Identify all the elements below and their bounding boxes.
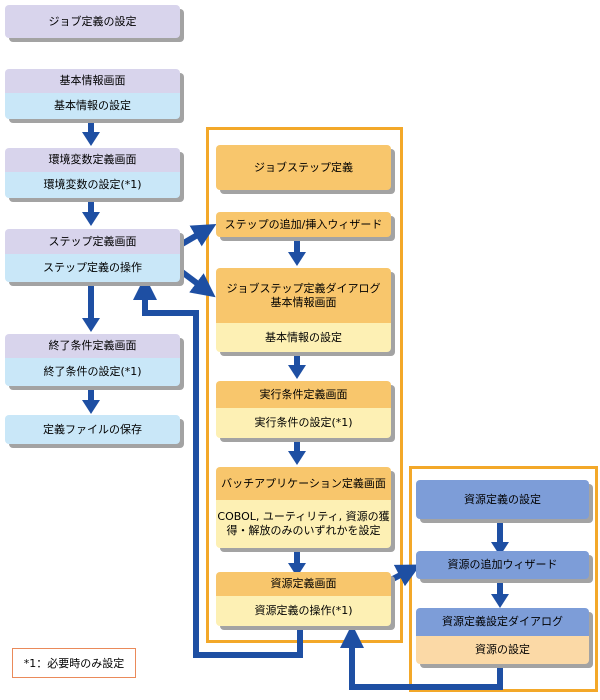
- arrow-to-dialog: [180, 269, 216, 298]
- footnote-box: *1：必要時のみ設定: [12, 648, 136, 678]
- step-screen-box: ステップ定義画面: [5, 229, 180, 254]
- cobol-setting-box: COBOL, ユーティリティ, 資源の獲 得・解放のみのいずれかを設定: [216, 500, 391, 548]
- resource-wizard-box: 資源の追加ウィザード: [416, 551, 589, 579]
- exec-screen-label: 実行条件定義画面: [259, 387, 348, 401]
- arrow-down-icon: [288, 438, 306, 465]
- resource-dialog-label: 資源定義設定ダイアログ: [442, 615, 563, 629]
- basic-screen-box: 基本情報画面: [5, 69, 180, 93]
- step-wizard-label: ステップの追加/挿入ウィザード: [224, 217, 383, 231]
- return-arrow-resource: [340, 624, 503, 690]
- arrow-to-wizard: [180, 223, 217, 247]
- exec-setting-label: 実行条件の設定(*1): [254, 416, 353, 430]
- arrow-down-icon: [82, 387, 100, 414]
- step-op-label: ステップ定義の操作: [43, 261, 142, 275]
- step-op-box: ステップ定義の操作: [5, 254, 180, 282]
- arrow-down-icon: [82, 120, 100, 146]
- arrow-down-icon: [288, 352, 306, 379]
- arrow-down-icon: [491, 579, 509, 608]
- batch-screen-label: バッチアプリケーション定義画面: [221, 476, 386, 490]
- resource-title-box: 資源定義の設定: [416, 480, 589, 519]
- end-setting-label: 終了条件の設定(*1): [43, 365, 142, 379]
- arrow-down-icon: [288, 548, 306, 577]
- resource-op-box: 資源定義の操作(*1): [216, 596, 391, 626]
- env-screen-label: 環境変数定義画面: [48, 153, 137, 167]
- step-screen-label: ステップ定義画面: [48, 234, 137, 248]
- job-step-frame: [206, 127, 403, 643]
- cobol-line1: COBOL, ユーティリティ, 資源の獲: [217, 510, 390, 524]
- env-screen-box: 環境変数定義画面: [5, 148, 180, 172]
- save-box: 定義ファイルの保存: [5, 415, 180, 444]
- resource-dialog-box: 資源定義設定ダイアログ: [416, 608, 589, 636]
- step-dialog-line1: ジョブステップ定義ダイアログ: [226, 281, 381, 295]
- env-setting-label: 環境変数の設定(*1): [43, 178, 142, 192]
- step-dialog-box: ジョブステップ定義ダイアログ 基本情報画面: [216, 268, 391, 323]
- resource-screen-box: 資源定義画面: [216, 572, 391, 596]
- resource-title: 資源定義の設定: [464, 492, 541, 506]
- mid-basic-setting-box: 基本情報の設定: [216, 323, 391, 352]
- cobol-line2: 得・解放のみのいずれかを設定: [226, 524, 381, 537]
- resource-setting-label: 資源の設定: [475, 643, 530, 657]
- batch-screen-box: バッチアプリケーション定義画面: [216, 467, 391, 500]
- exec-setting-box: 実行条件の設定(*1): [216, 408, 391, 438]
- return-arrow: [133, 276, 303, 658]
- resource-wizard-label: 資源の追加ウィザード: [447, 558, 558, 572]
- step-wizard-box: ステップの追加/挿入ウィザード: [216, 212, 391, 237]
- resource-screen-label: 資源定義画面: [270, 577, 337, 591]
- job-step-title: ジョブステップ定義: [254, 160, 353, 174]
- footnote-label: *1：必要時のみ設定: [23, 657, 125, 670]
- arrow-down-icon: [288, 237, 306, 266]
- basic-setting-label: 基本情報の設定: [54, 99, 131, 113]
- step-dialog-line2: 基本情報画面: [270, 295, 337, 309]
- basic-setting-box: 基本情報の設定: [5, 93, 180, 119]
- end-screen-label: 終了条件定義画面: [48, 339, 137, 353]
- resource-setting-box: 資源の設定: [416, 636, 589, 664]
- exec-screen-box: 実行条件定義画面: [216, 381, 391, 408]
- end-setting-box: 終了条件の設定(*1): [5, 358, 180, 386]
- end-screen-box: 終了条件定義画面: [5, 334, 180, 358]
- resource-op-label: 資源定義の操作(*1): [254, 604, 353, 618]
- env-setting-box: 環境変数の設定(*1): [5, 172, 180, 198]
- mid-basic-setting-label: 基本情報の設定: [265, 330, 342, 344]
- arrow-down-icon: [82, 282, 100, 332]
- arrow-down-icon: [491, 519, 509, 556]
- basic-screen-label: 基本情報画面: [59, 74, 126, 88]
- job-step-title-box: ジョブステップ定義: [216, 145, 391, 190]
- save-label: 定義ファイルの保存: [43, 422, 142, 436]
- arrow-down-icon: [82, 198, 100, 226]
- job-setting-box: ジョブ定義の設定: [5, 5, 180, 38]
- job-setting-label: ジョブ定義の設定: [48, 14, 137, 28]
